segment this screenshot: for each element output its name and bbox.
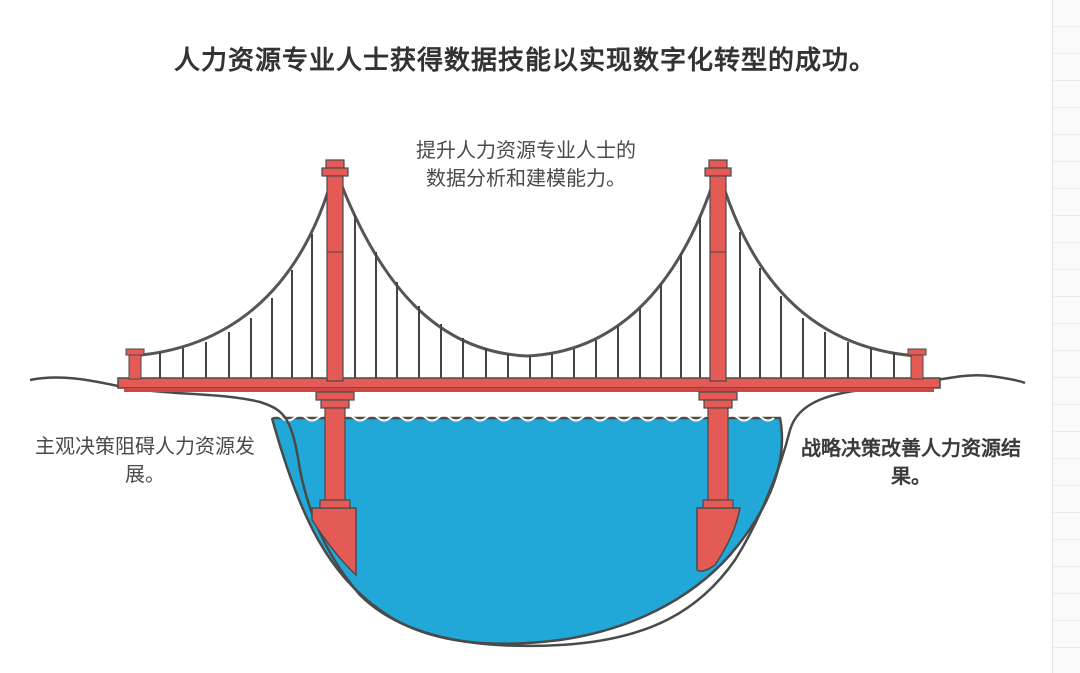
right-anchor-post xyxy=(908,349,926,379)
left-tower xyxy=(312,160,356,575)
label-upskilling: 提升人力资源专业人士的数据分析和建模能力。 xyxy=(412,136,640,192)
bridge-deck xyxy=(118,378,940,388)
right-tower xyxy=(697,160,740,571)
bridge-deck-underside xyxy=(124,388,934,392)
left-anchor-post xyxy=(126,349,144,379)
right-side-cable xyxy=(718,168,918,356)
label-strategic-decisions: 战略决策改善人力资源结果。 xyxy=(800,434,1022,490)
left-side-cable xyxy=(130,168,335,356)
label-subjective-decisions: 主观决策阻碍人力资源发展。 xyxy=(30,432,260,488)
